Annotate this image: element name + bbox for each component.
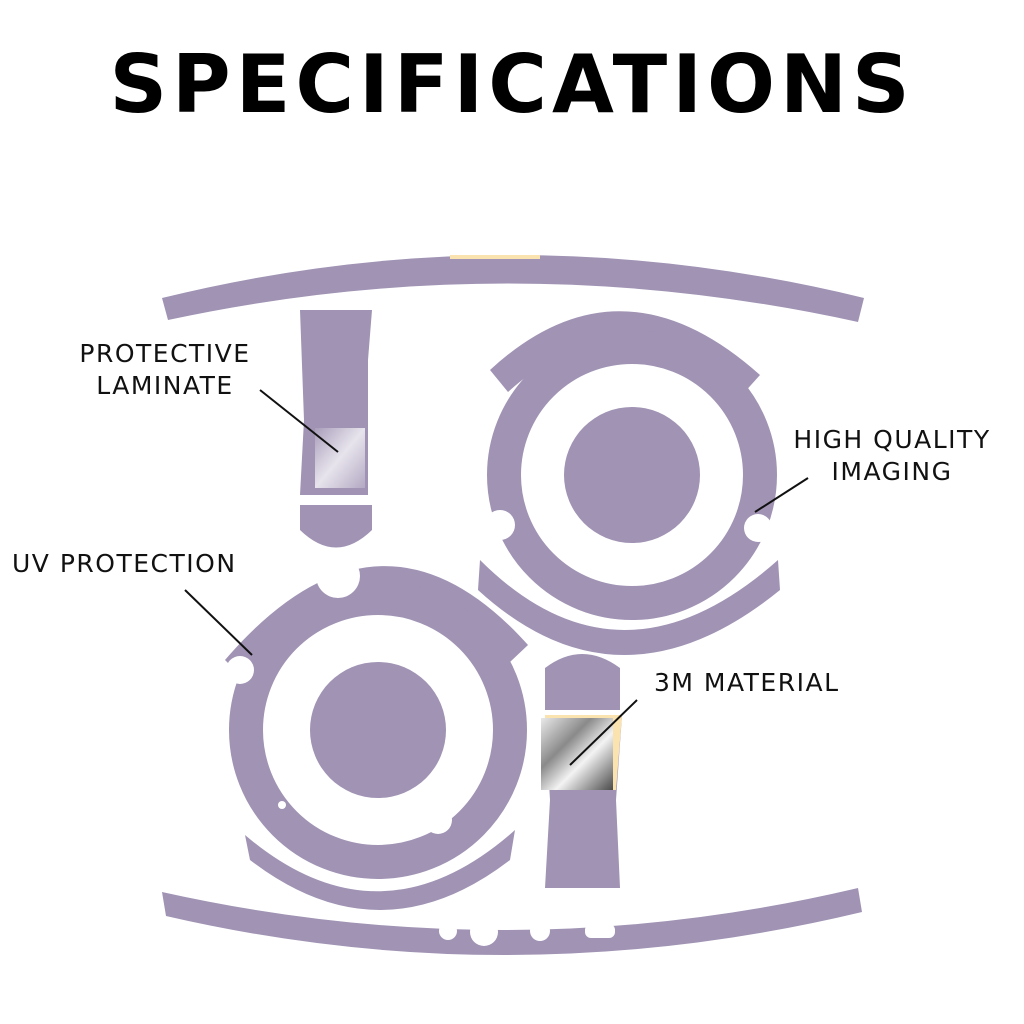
top-band	[162, 255, 864, 322]
callout-high-quality-imaging: HIGH QUALITY IMAGING	[776, 424, 1008, 488]
callout-high-quality-imaging-line2: IMAGING	[831, 457, 953, 486]
strip-bottom-cap	[545, 654, 620, 710]
strip-left-cap	[300, 505, 372, 548]
callout-uv-protection: UV PROTECTION	[12, 549, 237, 578]
leader-protective-laminate	[259, 389, 339, 453]
ear-cup-right	[478, 311, 780, 655]
page-title: SPECIFICATIONS	[109, 38, 915, 131]
material-swatch	[541, 718, 613, 790]
leader-uv-protection	[184, 589, 253, 656]
callout-protective-laminate-line1: PROTECTIVE	[79, 339, 251, 368]
bottom-band	[162, 888, 862, 956]
ear-cup-left	[225, 554, 528, 910]
callout-protective-laminate-line2: LAMINATE	[96, 371, 234, 400]
callout-3m-material: 3M MATERIAL	[654, 668, 840, 697]
leader-3m-material	[569, 699, 638, 766]
callout-high-quality-imaging-line1: HIGH QUALITY	[793, 425, 991, 454]
top-band-accent	[450, 255, 540, 259]
callout-protective-laminate: PROTECTIVE LAMINATE	[60, 338, 270, 402]
leader-high-quality-imaging	[754, 477, 809, 513]
laminate-swatch	[315, 428, 365, 488]
